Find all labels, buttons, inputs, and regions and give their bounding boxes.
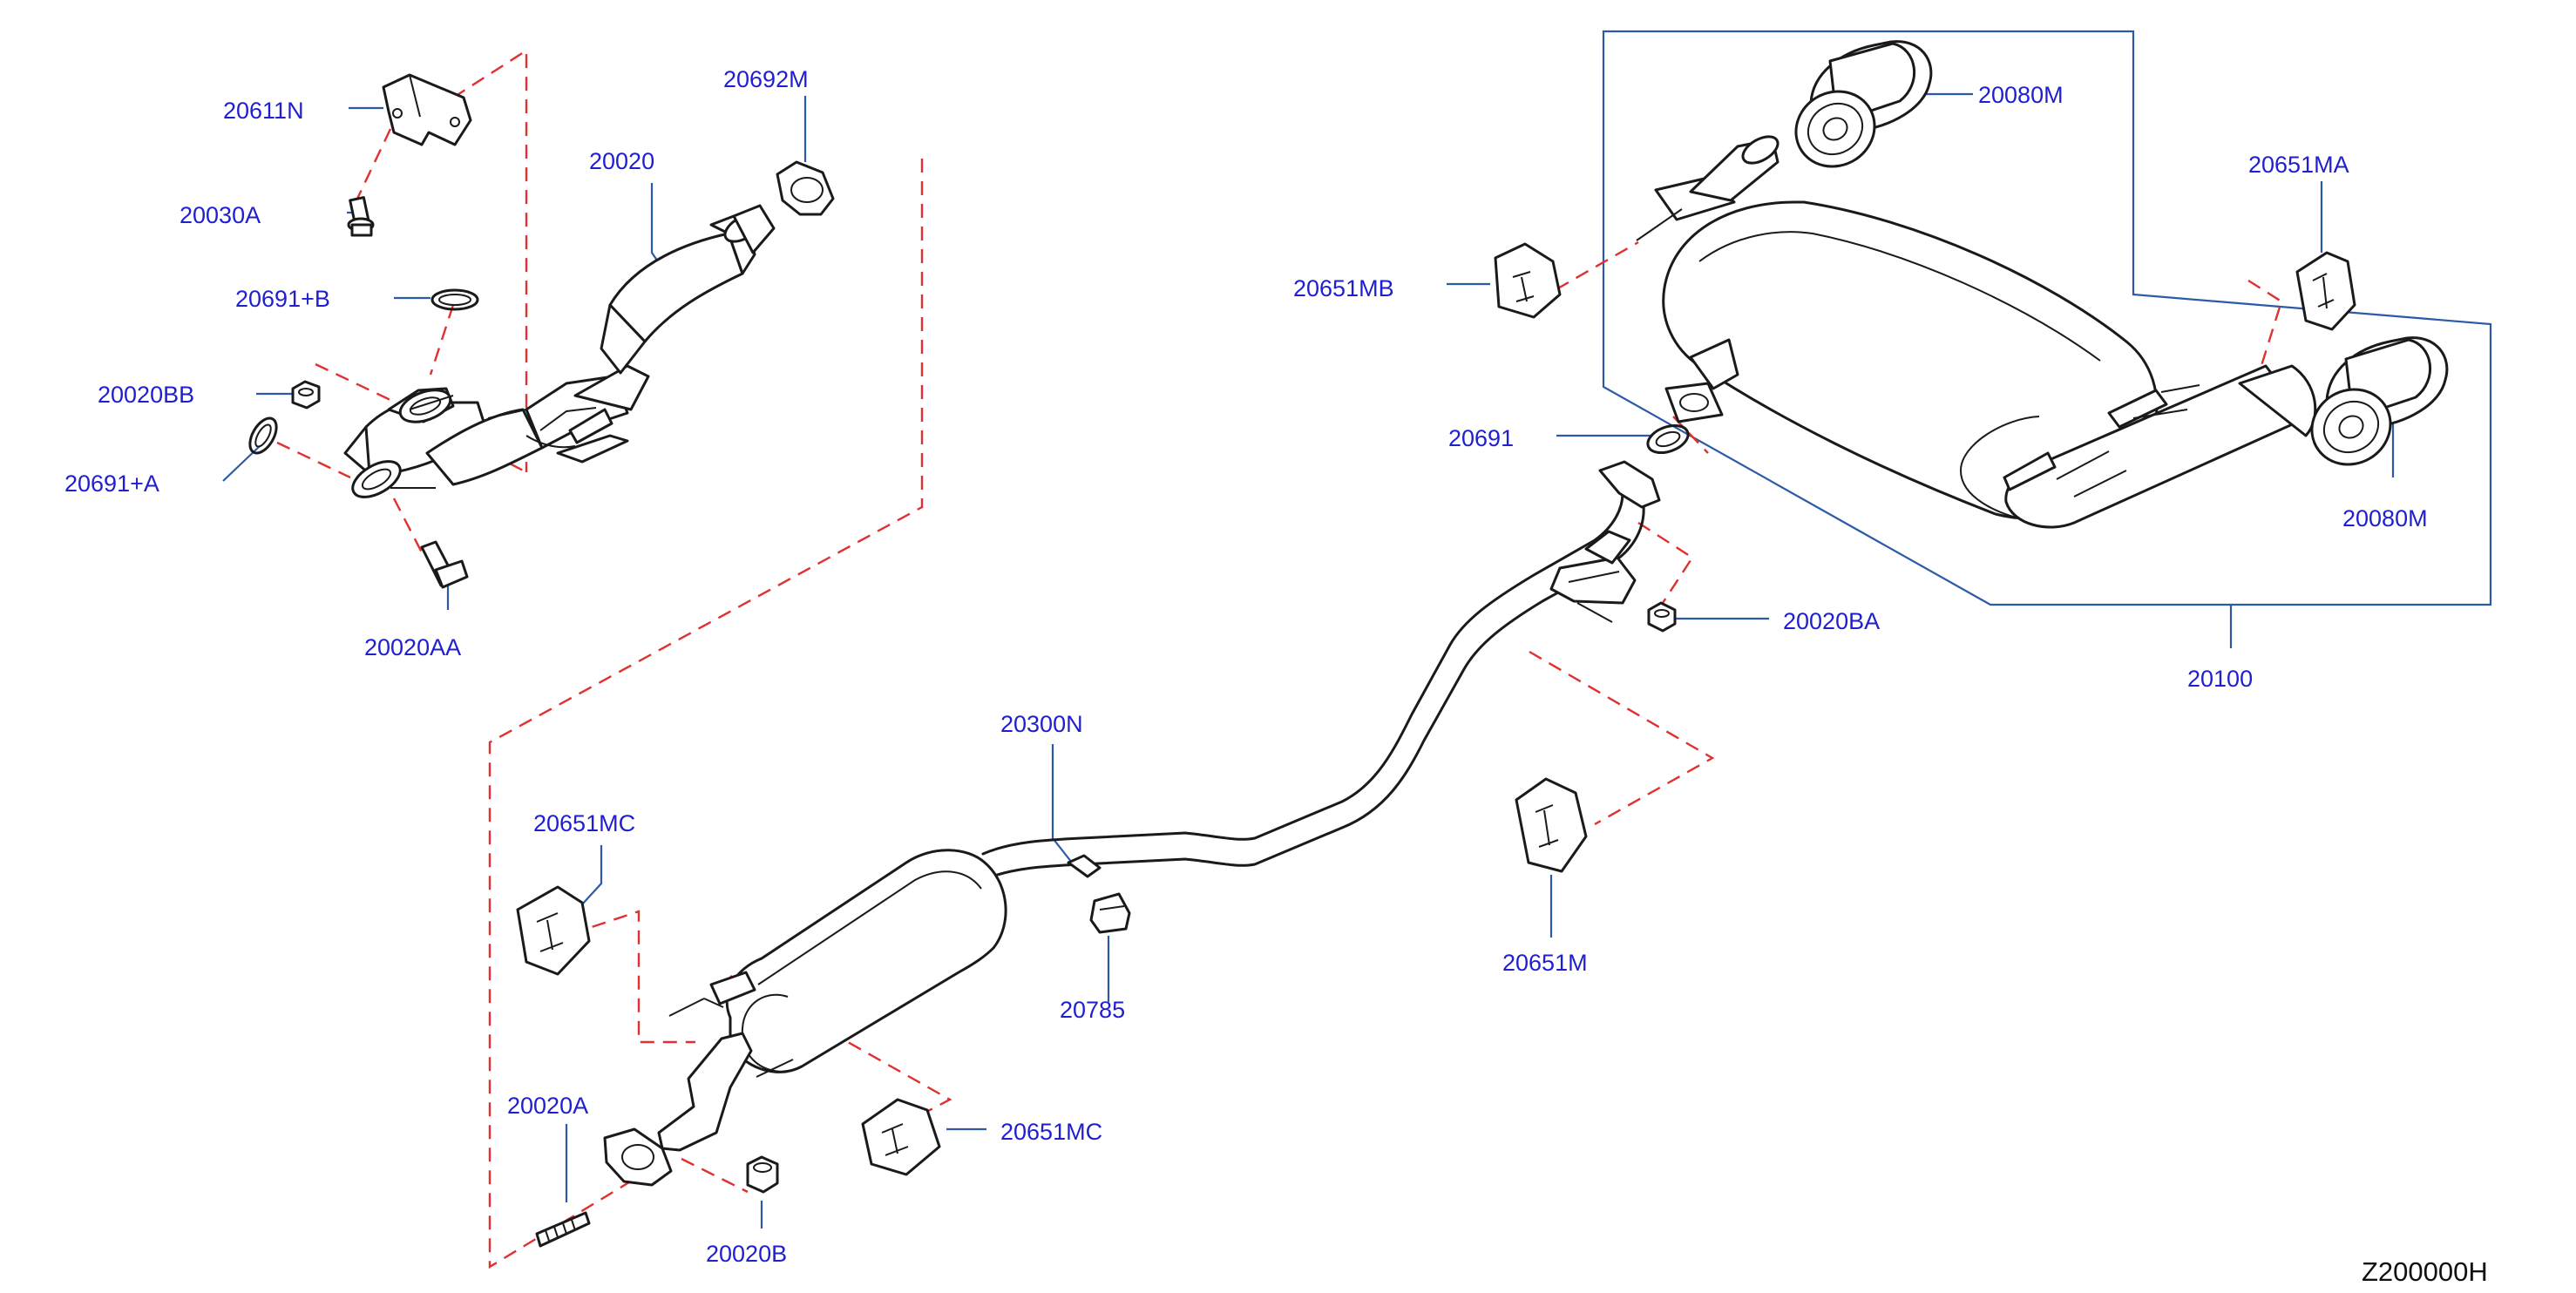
label-20691-plus-a: 20691+A [64,470,159,497]
nut-20020B [746,1155,779,1194]
stud-20020A [535,1211,591,1248]
diagram-code: Z200000H [2362,1256,2488,1287]
rear-muffler-20100 [1636,135,2317,529]
label-20020: 20020 [589,148,654,174]
label-20080M-right: 20080M [2342,505,2428,531]
dashed-link-nut-bottom [681,1157,749,1194]
label-20020AA: 20020AA [364,634,461,660]
rubber-hanger-20651MC-left [516,885,591,976]
label-20651MB: 20651MB [1293,275,1394,301]
dashed-outline-front-pipe [452,48,528,472]
center-muffler [603,849,1102,1187]
label-20651MC-right: 20651MC [1000,1119,1102,1145]
label-20020B: 20020B [706,1241,787,1267]
dashed-outline-left-hanger [570,910,695,1044]
label-20651MC-left: 20651MC [533,810,635,836]
label-20691: 20691 [1448,425,1514,451]
bolt-20020AA [420,540,469,589]
label-20020BA: 20020BA [1783,608,1880,634]
label-20020BB: 20020BB [98,382,194,408]
bolt-20030A [347,196,375,237]
label-20020A: 20020A [507,1093,588,1119]
rubber-hanger-20651MA [2295,251,2356,331]
tail-pipe-finisher-20080M-right [2310,336,2449,466]
dashed-outline-flange-mid [1637,521,1694,604]
assembly-box-rear-muffler [1602,30,2492,606]
front-pipe-catalyst-20020 [343,204,776,498]
label-20692M: 20692M [723,66,809,92]
dashed-link-gasket-left [276,441,351,479]
dashed-link-oring [429,304,455,376]
label-20300N: 20300N [1000,711,1083,737]
tail-pipe-finisher-20080M-top [1794,40,1933,168]
bracket-20785 [1089,892,1131,934]
gasket-ring-20691A [248,416,278,455]
label-20785: 20785 [1060,997,1125,1023]
rubber-hanger-20651MC-right [861,1098,941,1176]
heat-shield-bracket-20611N [382,73,472,146]
dashed-outline-catalyst-region [488,159,924,1269]
label-20651MA: 20651MA [2248,152,2349,178]
dashed-outline-mid-hanger [1529,650,1715,826]
label-20030A: 20030A [180,202,261,228]
dashed-link-bolt-left [392,498,425,557]
nut-20020BB [291,380,321,410]
gasket-ring-20691B [430,288,479,311]
gasket-ring-20691 [1646,423,1690,455]
dashed-link-hanger-mb [1556,240,1639,291]
dashed-link-left-top [356,128,392,200]
label-20611N: 20611N [223,98,304,124]
label-20691-plus-b: 20691+B [235,286,330,312]
nut-20020BA [1647,601,1677,633]
dashed-link-nut-bb [315,362,393,403]
gasket-20692M [776,160,835,216]
leader-lines [222,92,2395,1229]
label-20100: 20100 [2187,666,2253,692]
label-20651M: 20651M [1502,950,1588,976]
rubber-hanger-20651MB [1494,242,1562,319]
label-20080M-top: 20080M [1978,82,2064,108]
rubber-hanger-20651M [1515,777,1588,873]
